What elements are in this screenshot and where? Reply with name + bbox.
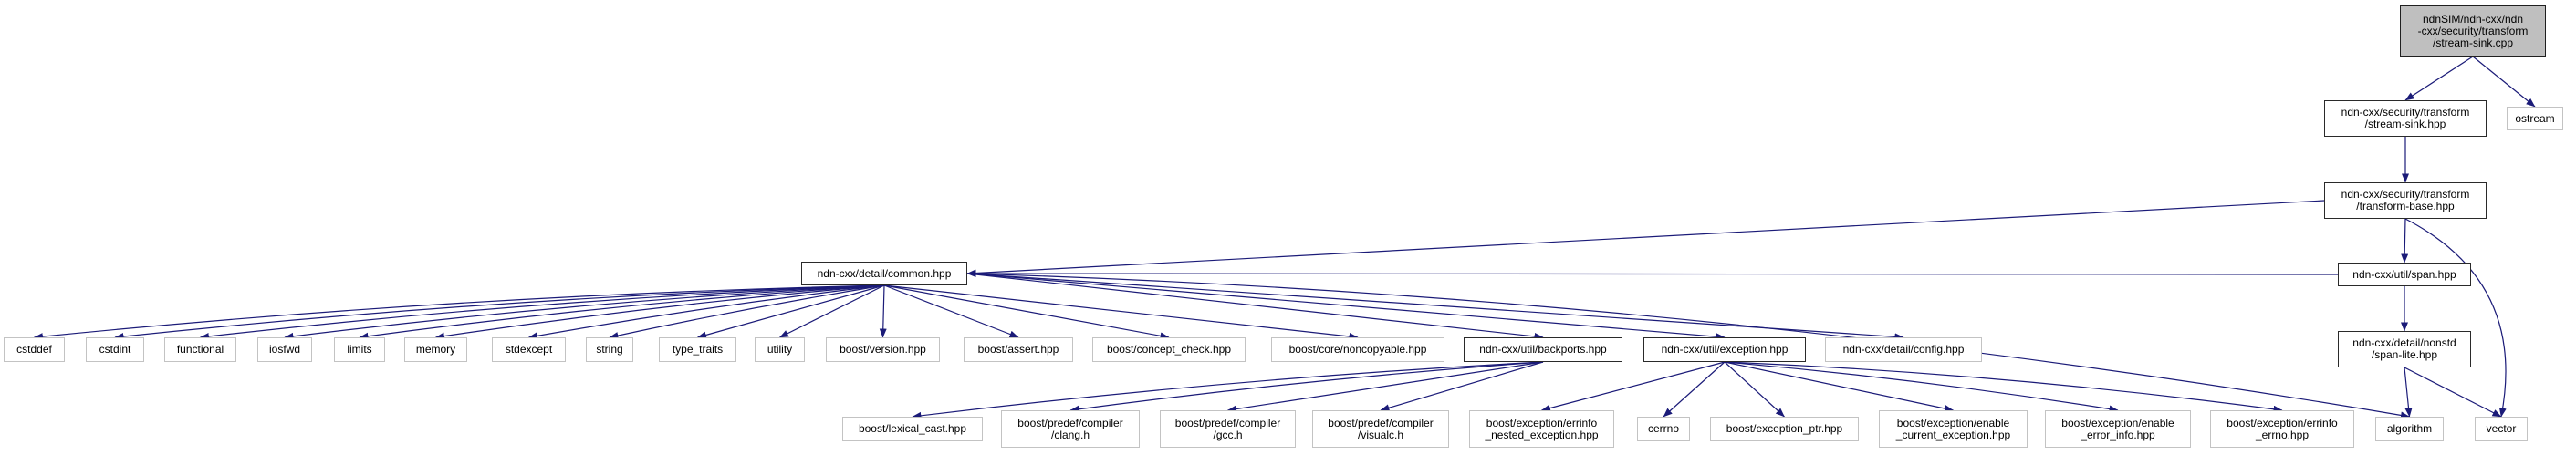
edge-exception-hpp-to-enable-current	[1724, 361, 1954, 412]
edge-common-hpp-to-limits	[359, 284, 885, 340]
edge-stream-sink-cpp-to-ostream	[2472, 56, 2536, 108]
node-gcc-h[interactable]: boost/predef/compiler /gcc.h	[1160, 410, 1296, 448]
edge-exception-hpp-to-errinfo-errno	[1724, 361, 2283, 413]
node-limits[interactable]: limits	[334, 337, 385, 362]
node-enable-current[interactable]: boost/exception/enable _current_exceptio…	[1879, 410, 2028, 448]
node-common-hpp[interactable]: ndn-cxx/detail/common.hpp	[801, 262, 967, 285]
node-clang-h[interactable]: boost/predef/compiler /clang.h	[1001, 410, 1140, 448]
node-exception-ptr[interactable]: boost/exception_ptr.hpp	[1710, 417, 1859, 441]
node-type-traits[interactable]: type_traits	[659, 337, 736, 362]
node-algorithm[interactable]: algorithm	[2375, 417, 2444, 441]
node-stream-sink-cpp[interactable]: ndnSIM/ndn-cxx/ndn -cxx/security/transfo…	[2400, 5, 2546, 57]
edge-exception-hpp-to-cerrno	[1663, 361, 1726, 418]
node-visualc-h[interactable]: boost/predef/compiler /visualc.h	[1312, 410, 1449, 448]
node-boost-assert[interactable]: boost/assert.hpp	[964, 337, 1073, 362]
edge-common-hpp-to-type-traits	[697, 284, 885, 339]
edge-transform-base-hpp-to-common-hpp	[966, 200, 2325, 277]
edge-span-lite-hpp-to-algorithm	[2404, 367, 2413, 418]
node-functional[interactable]: functional	[164, 337, 236, 362]
node-boost-version[interactable]: boost/version.hpp	[826, 337, 940, 362]
node-cstddef[interactable]: cstddef	[4, 337, 65, 362]
edge-stream-sink-cpp-to-stream-sink-hpp	[2404, 56, 2474, 101]
node-utility[interactable]: utility	[755, 337, 805, 362]
node-vector[interactable]: vector	[2475, 417, 2528, 441]
edge-common-hpp-to-functional	[200, 284, 885, 340]
edge-transform-base-hpp-to-vector	[2404, 218, 2507, 418]
edge-common-hpp-to-memory	[435, 284, 885, 340]
edge-common-hpp-to-algorithm	[966, 273, 2410, 419]
node-boost-concept-check[interactable]: boost/concept_check.hpp	[1092, 337, 1246, 362]
node-ostream[interactable]: ostream	[2507, 107, 2563, 130]
node-exception-hpp[interactable]: ndn-cxx/util/exception.hpp	[1643, 337, 1806, 362]
edge-backports-hpp-to-lexical-cast	[912, 361, 1544, 419]
edge-common-hpp-to-cstdint	[114, 284, 885, 340]
edge-exception-hpp-to-enable-error-info	[1724, 361, 2119, 413]
edge-exception-hpp-to-exception-ptr	[1724, 361, 1785, 418]
node-iosfwd[interactable]: iosfwd	[257, 337, 312, 362]
node-errinfo-nested[interactable]: boost/exception/errinfo _nested_exceptio…	[1469, 410, 1614, 448]
edge-common-hpp-to-backports-hpp	[966, 273, 1544, 340]
edge-common-hpp-to-boost-concept-check	[883, 284, 1170, 340]
edge-common-hpp-to-exception-hpp	[966, 273, 1726, 341]
node-cerrno[interactable]: cerrno	[1637, 417, 1690, 441]
node-transform-base-hpp[interactable]: ndn-cxx/security/transform /transform-ba…	[2324, 182, 2487, 219]
edge-common-hpp-to-utility	[779, 284, 885, 338]
edge-common-hpp-to-cstddef	[34, 284, 885, 341]
node-string[interactable]: string	[586, 337, 633, 362]
node-span-lite-hpp[interactable]: ndn-cxx/detail/nonstd /span-lite.hpp	[2338, 331, 2471, 367]
edge-common-hpp-to-stdexcept	[528, 284, 885, 340]
node-backports-hpp[interactable]: ndn-cxx/util/backports.hpp	[1464, 337, 1622, 362]
node-errinfo-errno[interactable]: boost/exception/errinfo _errno.hpp	[2210, 410, 2354, 448]
node-boost-noncopyable[interactable]: boost/core/noncopyable.hpp	[1271, 337, 1444, 362]
node-enable-error-info[interactable]: boost/exception/enable _error_info.hpp	[2045, 410, 2191, 448]
edge-common-hpp-to-string	[609, 284, 885, 339]
edge-span-lite-hpp-to-vector	[2404, 367, 2502, 418]
edge-common-hpp-to-boost-assert	[883, 284, 1019, 338]
node-stream-sink-hpp[interactable]: ndn-cxx/security/transform /stream-sink.…	[2324, 100, 2487, 137]
node-config-hpp[interactable]: ndn-cxx/detail/config.hpp	[1825, 337, 1982, 362]
edge-transform-base-hpp-to-span-hpp	[2401, 218, 2409, 264]
node-lexical-cast[interactable]: boost/lexical_cast.hpp	[842, 417, 983, 441]
node-stdexcept[interactable]: stdexcept	[492, 337, 566, 362]
node-memory[interactable]: memory	[404, 337, 467, 362]
edge-common-hpp-to-boost-noncopyable	[883, 284, 1359, 340]
node-cstdint[interactable]: cstdint	[86, 337, 144, 362]
edge-backports-hpp-to-visualc-h	[1380, 361, 1544, 412]
edge-exception-hpp-to-errinfo-nested	[1541, 361, 1726, 412]
edge-common-hpp-to-boost-version	[879, 284, 887, 338]
edge-backports-hpp-to-gcc-h	[1227, 361, 1544, 413]
edge-common-hpp-to-iosfwd	[284, 284, 885, 340]
edge-backports-hpp-to-clang-h	[1069, 361, 1544, 413]
node-span-hpp[interactable]: ndn-cxx/util/span.hpp	[2338, 263, 2471, 286]
